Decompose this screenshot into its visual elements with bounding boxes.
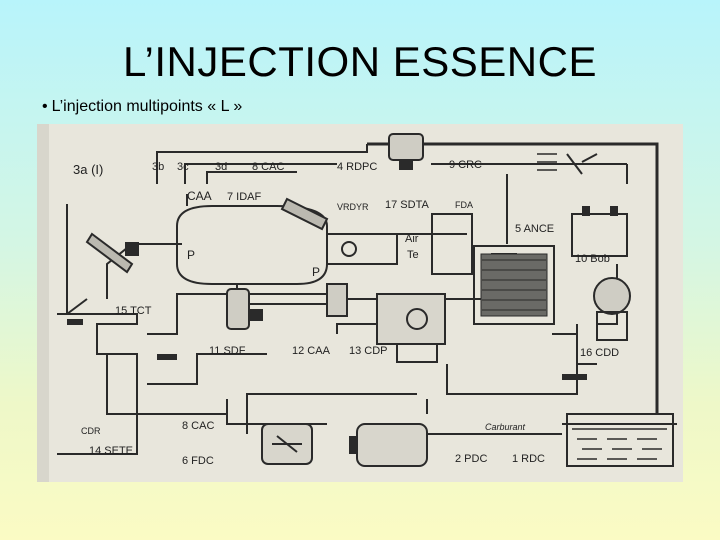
plenum-chamber: [176, 205, 328, 285]
paper-edge: [37, 124, 49, 482]
valve-stem: [66, 298, 88, 315]
diagram-svg: 3a (I) 3b 3c 3d 8 CAC 4 RDPC 9 CRC CAA 7…: [37, 124, 683, 482]
label-12: 12 CAA: [292, 345, 331, 357]
label-p-lower: P: [312, 265, 320, 279]
label-carburant: Carburant: [485, 422, 526, 432]
fuel-rail: [106, 354, 228, 415]
label-inj-item: 3a (I): [73, 162, 103, 177]
label-te: Te: [407, 249, 419, 261]
label-9: 9 CRC: [449, 159, 482, 171]
throttle-valve: [341, 241, 357, 257]
label-p-plenum: P: [187, 248, 195, 262]
fuel-filter: [261, 423, 313, 465]
label-14: 14 SETE: [89, 445, 133, 457]
label-13: 13 CDP: [349, 345, 388, 357]
injector-left: [85, 232, 139, 274]
vacuum-line-3b: [184, 163, 337, 184]
label-11: 11 SDF: [209, 345, 246, 357]
main-relay: [537, 153, 598, 175]
fuel-pump: [349, 423, 428, 467]
label-15: 15 TCT: [115, 305, 152, 317]
top-duct: [156, 144, 368, 184]
bullet-point: •L’injection multipoints « L »: [42, 98, 242, 116]
label-4: 4 RDPC: [337, 161, 377, 173]
cold-start-injector: [280, 197, 329, 231]
airflow-meter: [431, 213, 473, 275]
bullet-marker: •: [42, 98, 48, 115]
label-5: 5 ANCE: [515, 223, 554, 235]
label-7: 7 IDAF: [227, 191, 262, 203]
label-17: 17 SDTA: [385, 199, 429, 211]
aux-air-valve: [326, 283, 348, 317]
paper-background: [37, 124, 683, 482]
diagram-labels: 3a (I) 3b 3c 3d 8 CAC 4 RDPC 9 CRC CAA 7…: [73, 159, 619, 467]
vacuum-line-3c: [206, 171, 297, 184]
bullet-text: L’injection multipoints « L »: [51, 98, 243, 115]
throttle-body: [327, 233, 398, 265]
wire-cdd: [552, 333, 597, 365]
label-fda: FDA: [455, 200, 473, 210]
wire-cdr: [147, 353, 267, 385]
injection-diagram: 3a (I) 3b 3c 3d 8 CAC 4 RDPC 9 CRC CAA 7…: [37, 124, 683, 482]
label-16: 16 CDD: [580, 347, 619, 359]
label-cdr: CDR: [81, 426, 101, 436]
fuel-return-line: [367, 142, 659, 414]
cdp-sensor: [376, 293, 446, 363]
label-8-top: 8 CAC: [252, 161, 284, 173]
engine-block: [57, 313, 138, 455]
label-3d: 3d: [215, 161, 227, 173]
label-6: 6 FDC: [182, 455, 214, 467]
label-caa: CAA: [187, 189, 212, 203]
label-8-bottom: 8 CAC: [182, 420, 214, 432]
label-air: Air: [405, 233, 419, 245]
fuel-line-upper: [246, 393, 417, 434]
label-3b: 3b: [152, 161, 164, 173]
ecu-box: [473, 245, 555, 325]
label-vrdyr: VRDYR: [337, 202, 369, 212]
fuel-tank: [566, 413, 674, 467]
slide-title: L’INJECTION ESSENCE: [123, 38, 597, 85]
wire-tct: [147, 293, 337, 335]
label-3c: 3c: [177, 161, 189, 173]
throttle-switch: [226, 288, 263, 330]
pressure-regulator: [388, 133, 424, 170]
label-1: 1 RDC: [512, 453, 545, 465]
ignition-coil: [571, 206, 628, 257]
ground-symbols: [67, 319, 587, 380]
label-10: 10 Bob: [575, 253, 610, 265]
distributor: [593, 277, 631, 341]
label-2: 2 PDC: [455, 453, 487, 465]
